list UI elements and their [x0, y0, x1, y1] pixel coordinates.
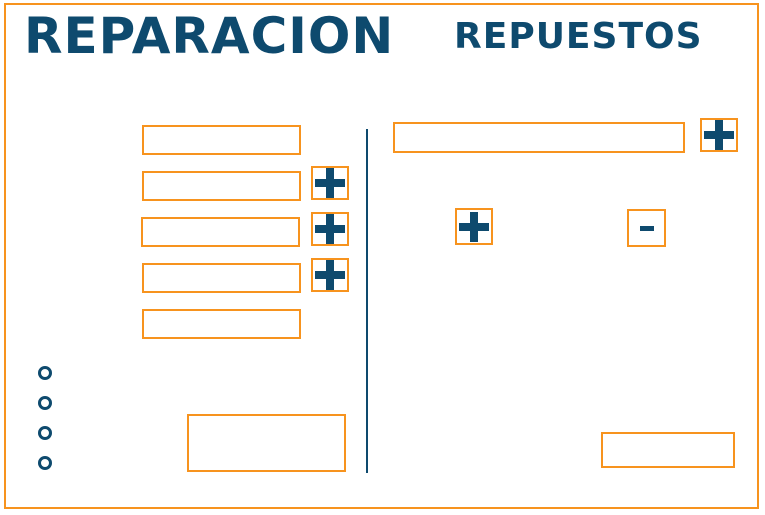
section-divider — [366, 129, 368, 473]
add-repuesto-button[interactable] — [700, 118, 738, 152]
reparacion-field-5[interactable] — [142, 309, 301, 339]
increase-quantity-button[interactable] — [455, 208, 493, 245]
decrease-quantity-button[interactable] — [627, 209, 666, 247]
option-radio-4[interactable] — [38, 456, 52, 470]
plus-icon — [315, 260, 345, 290]
option-radio-2[interactable] — [38, 396, 52, 410]
add-field-2-button[interactable] — [311, 166, 349, 200]
repuestos-footer-field[interactable] — [601, 432, 735, 468]
add-field-4-button[interactable] — [311, 258, 349, 292]
minus-icon — [639, 213, 654, 243]
plus-icon — [315, 168, 345, 198]
reparacion-title: REPARACION — [24, 7, 395, 65]
repuestos-title: REPUESTOS — [454, 16, 703, 57]
plus-icon — [704, 120, 734, 150]
option-radio-3[interactable] — [38, 426, 52, 440]
reparacion-field-4[interactable] — [142, 263, 301, 293]
reparacion-notes-field[interactable] — [187, 414, 346, 472]
reparacion-field-1[interactable] — [142, 125, 301, 155]
reparacion-field-2[interactable] — [142, 171, 301, 201]
add-field-3-button[interactable] — [311, 212, 349, 246]
reparacion-field-3[interactable] — [141, 217, 300, 247]
plus-icon — [315, 214, 345, 244]
plus-icon — [459, 211, 489, 242]
repuestos-field[interactable] — [393, 122, 685, 153]
main-frame: REPARACION REPUESTOS — [4, 3, 759, 509]
option-radio-1[interactable] — [38, 366, 52, 380]
